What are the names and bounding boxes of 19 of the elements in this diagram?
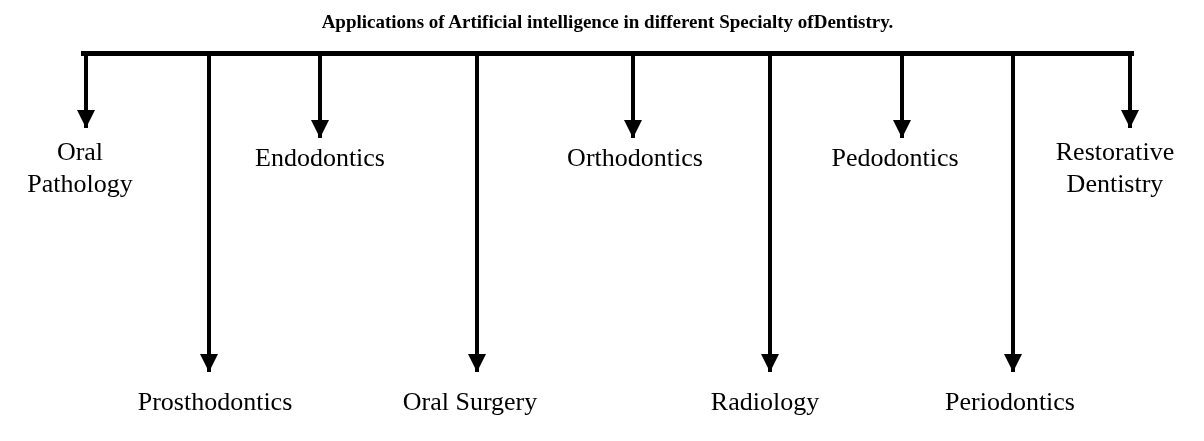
arrow [1121, 56, 1139, 128]
arrow [77, 56, 95, 128]
specialty-label: Prosthodontics [137, 385, 293, 418]
arrow [1004, 56, 1022, 372]
arrow [624, 56, 642, 138]
arrow [761, 56, 779, 372]
specialty-label: Orthodontics [567, 141, 703, 174]
specialty-label: Oral Pathology [26, 135, 134, 200]
arrow [200, 56, 218, 372]
specialty-label: Periodontics [945, 385, 1075, 418]
arrow [311, 56, 329, 138]
specialty-label: Radiology [710, 385, 820, 418]
arrow [468, 56, 486, 372]
specialty-label: Pedodontics [831, 141, 959, 174]
specialty-label: Oral Surgery [402, 385, 538, 418]
root-label: Applications of Artificial intelligence in different Specialty ofDentistry. [321, 10, 894, 34]
arrow [893, 56, 911, 138]
specialty-label: Restorative Dentistry [1054, 135, 1176, 200]
specialty-label: Endodontics [255, 141, 385, 174]
